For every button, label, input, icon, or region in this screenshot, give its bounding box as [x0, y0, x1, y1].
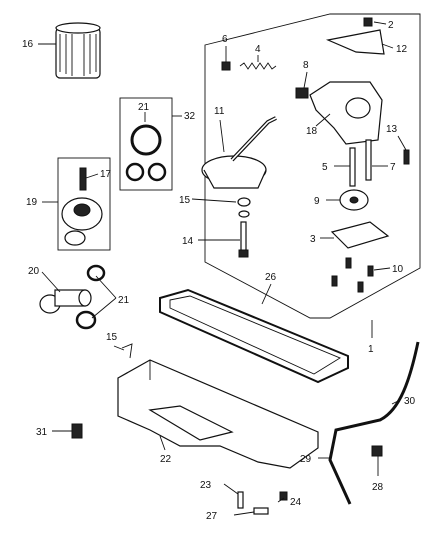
callout-21-kit: 21	[138, 102, 150, 113]
pump-cover	[330, 221, 390, 249]
adapter-fitting	[39, 264, 106, 330]
callouts: 16 15 21 32 17 19 20 21 11 15 14 6 4 8 1…	[22, 20, 416, 522]
callout-4: 4	[255, 44, 261, 55]
dipstick	[328, 341, 420, 505]
callout-24: 24	[290, 497, 302, 508]
washer-and-bolt	[237, 197, 251, 258]
filter-adapter	[57, 157, 111, 251]
callout-12: 12	[396, 44, 408, 55]
callout-9: 9	[314, 196, 320, 207]
callout-8: 8	[303, 60, 309, 71]
callout-6: 6	[222, 34, 228, 45]
callout-23: 23	[200, 480, 212, 491]
callout-26: 26	[265, 272, 277, 283]
callout-11: 11	[214, 106, 225, 117]
callout-3: 3	[310, 234, 316, 245]
callout-13: 13	[386, 124, 398, 135]
callout-7: 7	[390, 162, 396, 173]
callout-14: 14	[182, 236, 194, 247]
callout-15-clip: 15	[106, 332, 118, 343]
callout-28: 28	[372, 482, 384, 493]
pan-bolts	[237, 491, 288, 515]
callout-32: 32	[184, 111, 196, 122]
callout-5: 5	[322, 162, 328, 173]
oil-pickup	[201, 116, 277, 189]
callout-16: 16	[22, 39, 34, 50]
drain-plug	[71, 423, 83, 439]
gasket-kit	[119, 97, 173, 191]
callout-18: 18	[306, 126, 318, 137]
pump-rotor	[339, 189, 369, 211]
oil-filter	[55, 22, 101, 79]
leader-lines	[38, 21, 407, 516]
callout-15-washer: 15	[179, 195, 191, 206]
callout-30: 30	[404, 396, 416, 407]
oil-pan	[117, 359, 319, 469]
callout-20: 20	[28, 266, 40, 277]
relief-spring	[221, 61, 277, 71]
callout-21-fitting: 21	[118, 295, 130, 306]
pump-assembly-frame	[204, 13, 421, 319]
callout-19: 19	[26, 197, 38, 208]
callout-29: 29	[300, 454, 312, 465]
callout-31: 31	[36, 427, 48, 438]
pump-shafts	[349, 139, 372, 187]
callout-1: 1	[368, 344, 374, 355]
callout-2: 2	[388, 20, 394, 31]
cover-bolts	[331, 149, 410, 293]
callout-17: 17	[100, 169, 112, 180]
callout-27: 27	[206, 511, 218, 522]
pan-gasket	[159, 288, 349, 384]
bracket	[325, 17, 385, 55]
pan-clip	[121, 343, 133, 359]
oil-pump-body	[295, 81, 383, 145]
callout-10: 10	[392, 264, 404, 275]
callout-22: 22	[160, 454, 172, 465]
